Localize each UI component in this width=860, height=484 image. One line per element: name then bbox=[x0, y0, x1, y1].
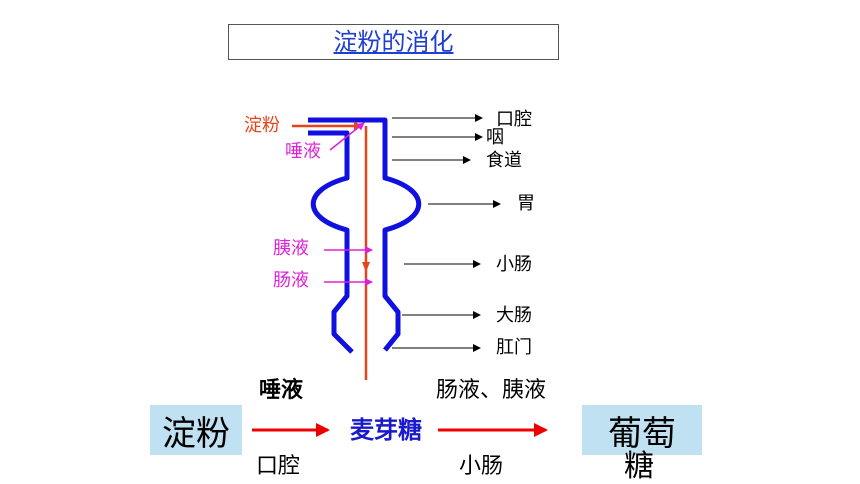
flow-step2-location: 小肠 bbox=[459, 454, 504, 479]
flow-end-label-line1: 葡萄 bbox=[608, 413, 676, 454]
starch-path-arrowhead bbox=[362, 262, 370, 272]
organ-label-small-intestine: 小肠 bbox=[496, 254, 532, 275]
flow-start-box: 淀粉 bbox=[150, 405, 242, 455]
organ-label-esophagus: 食道 bbox=[486, 150, 522, 171]
saliva-label: 唾液 bbox=[285, 141, 321, 162]
flow-end-box: 葡萄 bbox=[582, 405, 702, 455]
starch-input-label: 淀粉 bbox=[244, 115, 280, 136]
saliva-arrow bbox=[329, 122, 365, 151]
tract-walls bbox=[308, 117, 422, 354]
flow-step1-location: 口腔 bbox=[256, 454, 301, 479]
organ-label-anus: 肛门 bbox=[496, 337, 532, 358]
flow-start-label: 淀粉 bbox=[162, 413, 230, 454]
tract-right-wall bbox=[308, 117, 422, 352]
tract-left-wall bbox=[308, 130, 354, 354]
organ-label-large-intestine: 大肠 bbox=[496, 305, 532, 326]
pancreatic-juice-label: 胰液 bbox=[273, 238, 309, 259]
page-title[interactable]: 淀粉的消化 bbox=[333, 28, 454, 56]
flow-step1-enzyme: 唾液 bbox=[259, 378, 304, 403]
organ-label-pharynx: 咽 bbox=[486, 127, 504, 148]
organ-label-mouth: 口腔 bbox=[496, 109, 532, 130]
flow-end-label-line2: 糖 bbox=[624, 449, 654, 484]
flow-step2-enzyme: 肠液、胰液 bbox=[436, 378, 547, 403]
flow-intermediate-label: 麦芽糖 bbox=[350, 416, 422, 444]
organ-label-stomach: 胃 bbox=[517, 193, 535, 214]
organ-pointers bbox=[392, 114, 501, 352]
intestinal-juice-label: 肠液 bbox=[273, 270, 309, 291]
title-box: 淀粉的消化 bbox=[228, 24, 559, 60]
